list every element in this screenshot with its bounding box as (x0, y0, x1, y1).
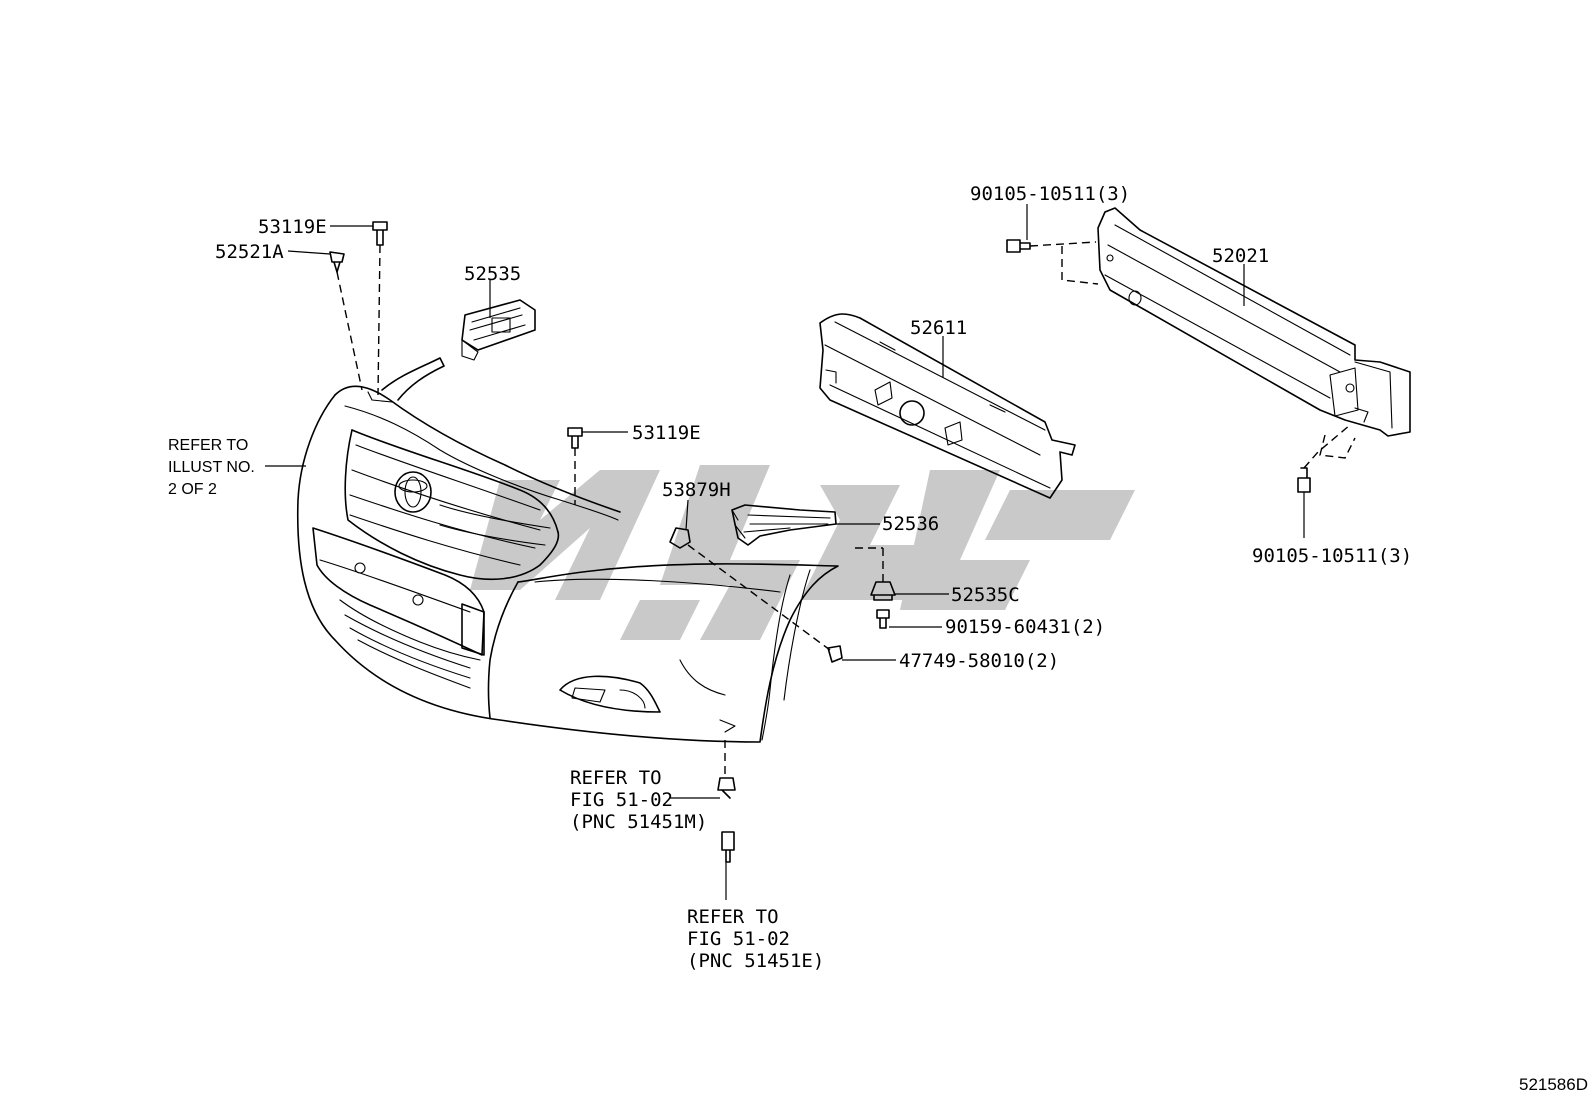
callout-90159-60431: 90159-60431(2) (945, 616, 1105, 638)
reinforcement-part (1097, 207, 1411, 437)
callout-90105-top: 90105-10511(3) (970, 183, 1130, 205)
refer-bottom-line-3: (PNC 51451E) (687, 950, 824, 972)
callout-53119e-top: 53119E (258, 216, 327, 238)
callout-52521a: 52521A (215, 241, 284, 263)
callout-52535: 52535 (464, 263, 521, 285)
refer-mid-line-1: REFER TO (570, 767, 662, 789)
refer-bottom-line-1: REFER TO (687, 906, 779, 928)
refer-left-line-3: 2 OF 2 (168, 481, 217, 498)
fasteners (329, 221, 1311, 863)
figure-code: 521586D (1519, 1075, 1588, 1094)
retainer-side-part (731, 504, 837, 546)
refer-note-left: REFER TO ILLUST NO. 2 OF 2 (168, 437, 255, 498)
callout-47749-58010: 47749-58010(2) (899, 650, 1059, 672)
callout-52021: 52021 (1212, 245, 1269, 267)
callout-53879h: 53879H (662, 479, 731, 501)
assembly-lines (336, 241, 1356, 778)
refer-mid-line-2: FIG 51-02 (570, 789, 673, 811)
callout-52535c: 52535C (951, 584, 1020, 606)
refer-mid-line-3: (PNC 51451M) (570, 811, 707, 833)
refer-left-line-2: ILLUST NO. (168, 459, 255, 476)
bumper-cover (296, 357, 839, 743)
refer-left-line-1: REFER TO (168, 437, 248, 454)
watermark (470, 465, 1135, 640)
refer-note-bottom: REFER TO FIG 51-02 (PNC 51451E) (687, 906, 824, 972)
callout-90105-bottom: 90105-10511(3) (1252, 545, 1412, 567)
callout-53119e-center: 53119E (632, 422, 701, 444)
callout-52536: 52536 (882, 513, 939, 535)
refer-bottom-line-2: FIG 51-02 (687, 928, 790, 950)
leader-lines (265, 204, 1305, 900)
refer-note-mid: REFER TO FIG 51-02 (PNC 51451M) (570, 767, 707, 833)
absorber-part (819, 313, 1076, 499)
callout-52611: 52611 (910, 317, 967, 339)
retainer-upper-part (461, 299, 536, 361)
